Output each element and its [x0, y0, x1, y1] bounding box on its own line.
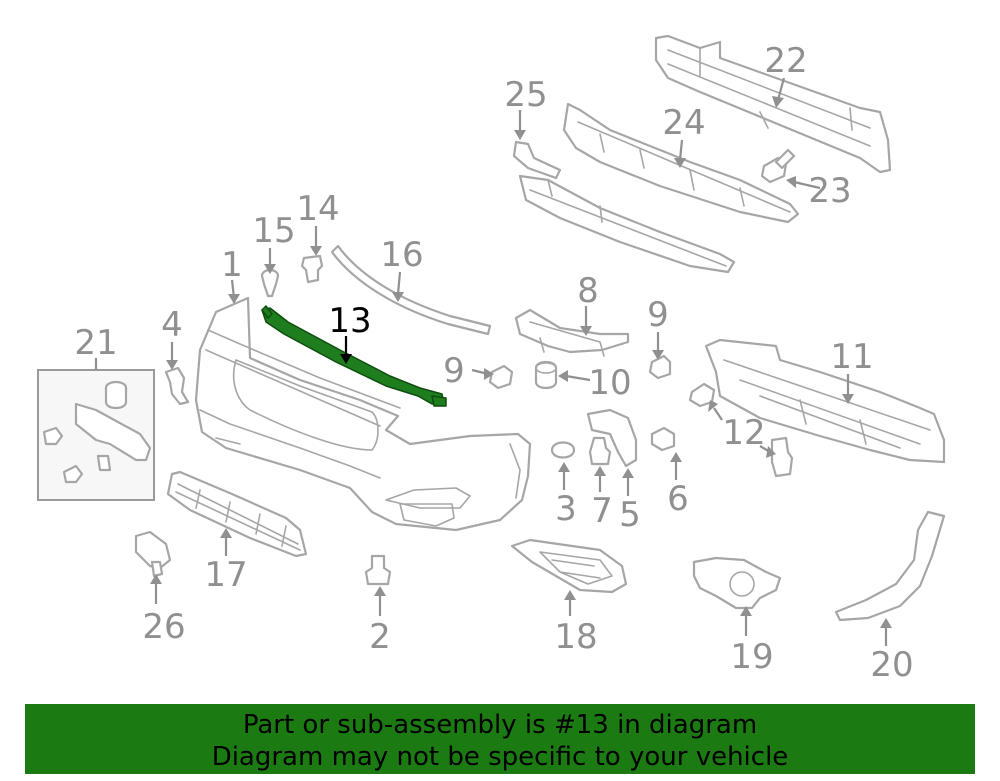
- info-banner: Part or sub-assembly is #13 in diagram D…: [25, 704, 975, 774]
- part-8-bracket[interactable]: [514, 308, 630, 357]
- part-12-screws[interactable]: [688, 382, 794, 478]
- callout-8: 8: [577, 271, 599, 311]
- part-9-screw-right[interactable]: [648, 354, 672, 380]
- part-2-bolt[interactable]: [364, 554, 392, 586]
- callout-3: 3: [555, 489, 577, 529]
- part-20-side-bracket[interactable]: [834, 510, 946, 622]
- callout-19: 19: [730, 637, 773, 677]
- callout-20: 20: [870, 645, 913, 685]
- callout-25: 25: [504, 75, 547, 115]
- callout-5: 5: [619, 495, 641, 535]
- callout-22: 22: [764, 41, 807, 81]
- part-16-seal-strip[interactable]: [330, 244, 492, 336]
- callout-9-left: 9: [443, 351, 465, 391]
- part-11-undercover[interactable]: [704, 338, 946, 464]
- part-7-clip[interactable]: [588, 436, 612, 466]
- callout-16: 16: [380, 235, 423, 275]
- callout-13: 13: [328, 301, 371, 341]
- part-13-upper-bracket[interactable]: [261, 305, 447, 407]
- part-14-clip[interactable]: [300, 254, 324, 284]
- banner-line-2: Diagram may not be specific to your vehi…: [211, 742, 789, 772]
- callout-12: 12: [722, 413, 765, 453]
- part-18-fog-bezel[interactable]: [510, 538, 628, 594]
- leader-lines: [94, 77, 892, 646]
- callout-18: 18: [554, 617, 597, 657]
- callout-9-right: 9: [647, 295, 669, 335]
- callout-labels: 1 2 3 4 5 6 7 8 9 9 10 11 12 13 14 15 16…: [74, 41, 913, 685]
- part-23-bolt[interactable]: [760, 148, 796, 184]
- callout-7: 7: [591, 491, 613, 531]
- part-19-lamp-bracket[interactable]: [692, 556, 782, 610]
- callout-26: 26: [142, 607, 185, 647]
- part-6-bolt[interactable]: [650, 426, 676, 452]
- callout-10: 10: [588, 363, 631, 403]
- part-15-push-pin[interactable]: [260, 268, 280, 298]
- part-4-clip[interactable]: [164, 366, 190, 406]
- callout-15: 15: [252, 211, 295, 251]
- part-25-absorber-bracket[interactable]: [512, 140, 736, 274]
- callout-23: 23: [808, 171, 851, 211]
- callout-11: 11: [830, 337, 873, 377]
- part-9-screw-left[interactable]: [488, 364, 514, 390]
- part-17-lower-grille[interactable]: [166, 470, 308, 558]
- callout-24: 24: [662, 103, 705, 143]
- part-5-side-bracket[interactable]: [586, 408, 638, 468]
- part-10-nut[interactable]: [534, 360, 558, 390]
- callout-4: 4: [161, 305, 183, 345]
- callout-14: 14: [296, 189, 339, 229]
- part-1-bumper-cover[interactable]: [194, 296, 532, 532]
- part-21-bracket-kit[interactable]: [37, 369, 155, 501]
- part-26-bracket[interactable]: [134, 530, 172, 578]
- banner-line-1: Part or sub-assembly is #13 in diagram: [242, 710, 758, 740]
- callout-21: 21: [74, 323, 117, 363]
- part-22-reinforcement-beam[interactable]: [654, 34, 892, 174]
- callout-1: 1: [221, 245, 243, 285]
- part-3-push-clip[interactable]: [550, 441, 576, 459]
- callout-2: 2: [369, 617, 391, 657]
- callout-6: 6: [667, 479, 689, 519]
- callout-17: 17: [204, 555, 247, 595]
